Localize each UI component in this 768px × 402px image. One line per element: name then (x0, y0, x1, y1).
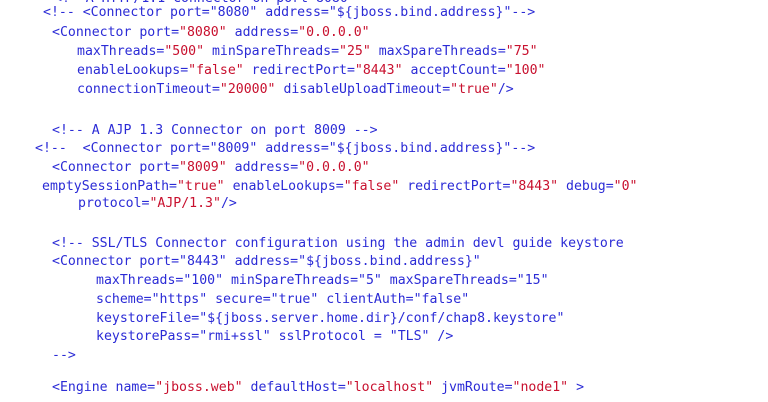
code-line: <!-- SSL/TLS Connector configuration usi… (52, 236, 624, 251)
code-line: protocol="AJP/1.3"/> (78, 196, 237, 211)
code-token: <!-- A AJP 1.3 Connector on port 8009 --… (52, 123, 378, 138)
code-line: connectionTimeout="20000" disableUploadT… (77, 82, 514, 97)
code-token: <Connector port="8443" address="${jboss.… (52, 254, 481, 269)
code-line: <!-- <Connector port="8009" address="${j… (35, 141, 535, 156)
code-token: "AJP/1.3" (149, 196, 221, 211)
code-token: "500" (164, 44, 205, 59)
code-token: redirectPort= (243, 63, 355, 78)
code-token: "false" (343, 179, 400, 194)
code-token: > (568, 380, 585, 395)
code-token: scheme="https" secure="true" clientAuth=… (96, 292, 470, 307)
code-line: <Connector port="8443" address="${jboss.… (52, 254, 481, 269)
code-token: "0" (613, 179, 638, 194)
code-line: maxThreads="500" minSpareThreads="25" ma… (77, 44, 538, 59)
code-token: "true" (176, 179, 225, 194)
code-token: disableUploadTimeout= (275, 82, 451, 97)
code-token: <!-- <Connector port="8009" address="${j… (35, 141, 536, 156)
code-token: <Connector (52, 25, 140, 40)
code-line: enableLookups="false" redirectPort="8443… (77, 63, 545, 78)
code-token: "8009" (179, 160, 227, 175)
code-token: defaultHost= (242, 380, 346, 395)
code-token: minSpareThreads= (204, 44, 340, 59)
code-token: "node1" (512, 380, 569, 395)
code-token: maxSpareThreads= (370, 44, 506, 59)
code-token: address= (226, 25, 299, 40)
code-line: <!--A HTTP/1.1 Connector on port 8080 (54, 0, 348, 6)
code-token: "0.0.0.0" (298, 25, 370, 40)
code-token: "100" (505, 63, 546, 78)
code-token: connectionTimeout= (77, 82, 220, 97)
code-token: "8443" (510, 179, 559, 194)
code-token: enableLookups= (77, 63, 189, 78)
code-token: --> (52, 348, 76, 363)
code-token: enableLookups= (224, 179, 344, 194)
code-line: maxThreads="100" minSpareThreads="5" max… (96, 273, 549, 288)
code-token: maxThreads= (77, 44, 165, 59)
code-token: keystoreFile="${jboss.server.home.dir}/c… (96, 311, 565, 326)
code-token: /> (497, 82, 514, 97)
code-token: name= (115, 380, 156, 395)
code-token: "localhost" (345, 380, 434, 395)
code-token: "20000" (219, 82, 276, 97)
code-token: "8443" (354, 63, 403, 78)
code-line: <Connector port="8080" address="0.0.0.0" (52, 25, 370, 40)
code-token: <!--A HTTP/1.1 Connector on port 8080 (54, 0, 348, 6)
code-token: <Connector (52, 160, 140, 175)
code-token: maxThreads="100" minSpareThreads="5" max… (96, 273, 549, 288)
code-token: emptySessionPath= (42, 179, 177, 194)
code-token: "jboss.web" (155, 380, 243, 395)
code-line: <!-- A AJP 1.3 Connector on port 8009 --… (52, 123, 378, 138)
code-line: scheme="https" secure="true" clientAuth=… (96, 292, 469, 307)
code-token: address= (226, 160, 299, 175)
code-token: "0.0.0.0" (298, 160, 370, 175)
code-token: /> (220, 196, 237, 211)
code-line: <Connector port="8009" address="0.0.0.0" (52, 160, 370, 175)
code-token: acceptCount= (402, 63, 506, 78)
code-line: keystoreFile="${jboss.server.home.dir}/c… (96, 311, 564, 326)
code-token: debug= (558, 179, 614, 194)
code-token: "25" (339, 44, 371, 59)
code-token: "false" (188, 63, 244, 78)
code-line: keystorePass="rmi+ssl" sslProtocol = "TL… (96, 329, 453, 344)
code-token: <Engine (52, 380, 116, 395)
code-line: <!-- <Connector port="8080" address="${j… (43, 5, 535, 20)
code-token: port= (139, 160, 180, 175)
code-line: emptySessionPath="true" enableLookups="f… (42, 179, 638, 194)
code-token: "75" (505, 44, 538, 59)
code-token: <!-- <Connector port="8080" address="${j… (43, 5, 536, 20)
code-line: --> (52, 348, 76, 363)
code-token: "8080" (179, 25, 227, 40)
code-token: redirectPort= (399, 179, 511, 194)
code-token: keystorePass="rmi+ssl" sslProtocol = "TL… (96, 329, 454, 344)
code-line: <Engine name="jboss.web" defaultHost="lo… (52, 380, 584, 395)
code-token: protocol= (78, 196, 150, 211)
code-token: "true" (450, 82, 498, 97)
code-token: port= (139, 25, 180, 40)
code-token: <!-- SSL/TLS Connector configuration usi… (52, 236, 624, 251)
code-token: jvmRoute= (433, 380, 513, 395)
